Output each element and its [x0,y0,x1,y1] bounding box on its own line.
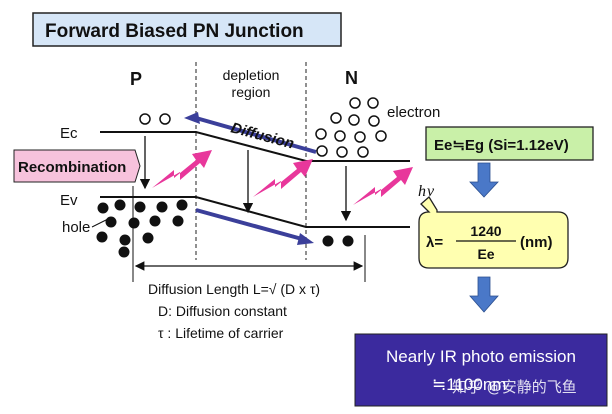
hole-diffusion-arrowhead [297,233,314,245]
wavelength-formula-box: λ= 1240 Ee (nm) [418,196,569,269]
energy-equation-box: Ee≒Eg (Si=1.12eV) [425,126,594,161]
diffusion-constant-definition: D: Diffusion constant [158,303,287,319]
wavelength-unit: (nm) [520,234,553,251]
hole-marker [322,235,334,247]
hole-cluster [96,199,188,258]
flow-arrow-down-icon [469,276,499,313]
photon-energy-label: hν [418,183,435,200]
hole-label: hole [62,219,90,236]
watermark: 知乎 @安静的飞鱼 [452,378,577,396]
title-box: Forward Biased PN Junction [32,12,342,47]
depletion-label-line2: region [232,84,271,100]
valence-band [100,196,410,228]
ev-label: Ev [60,192,78,209]
hole-marker [342,235,354,247]
result-box: Nearly IR photo emission ≒1100nm [354,333,608,407]
electron-cluster [315,97,387,158]
n-label: N [345,68,358,88]
lambda-symbol: λ= [426,234,443,251]
result-line2: ≒1100nm [432,375,506,394]
electron-label: electron [387,104,440,121]
result-line1: Nearly IR photo emission [386,347,576,366]
wavelength-denominator: Ee [477,246,494,262]
title: Forward Biased PN Junction [45,21,304,42]
wavelength-numerator: 1240 [470,223,501,239]
conduction-band [100,131,410,162]
electron-diffusion-arrow [195,116,317,154]
electron-diffusion-arrowhead [184,112,200,124]
photon-emission-icon [353,167,413,205]
photon-emission-icon [253,159,313,197]
diffusion-length-formula: Diffusion Length L=√ (D x τ) [148,281,320,297]
recombination-label-box: Recombination [13,149,141,183]
depletion-label-line1: depletion [223,67,280,83]
flow-arrow-down-icon [469,162,499,198]
p-label: P [130,69,142,89]
diffusion-label: Diffusion [229,119,296,152]
carrier-lifetime-definition: τ : Lifetime of carrier [158,325,284,341]
energy-equation: Ee≒Eg (Si=1.12eV) [434,137,569,154]
hole-pointer [91,218,109,228]
photon-emission-icon [152,150,212,188]
hole-marker [139,113,151,125]
ec-label: Ec [60,125,78,142]
recombination-label: Recombination [18,159,126,176]
hole-marker [159,113,171,125]
hole-diffusion-arrow [195,208,303,241]
